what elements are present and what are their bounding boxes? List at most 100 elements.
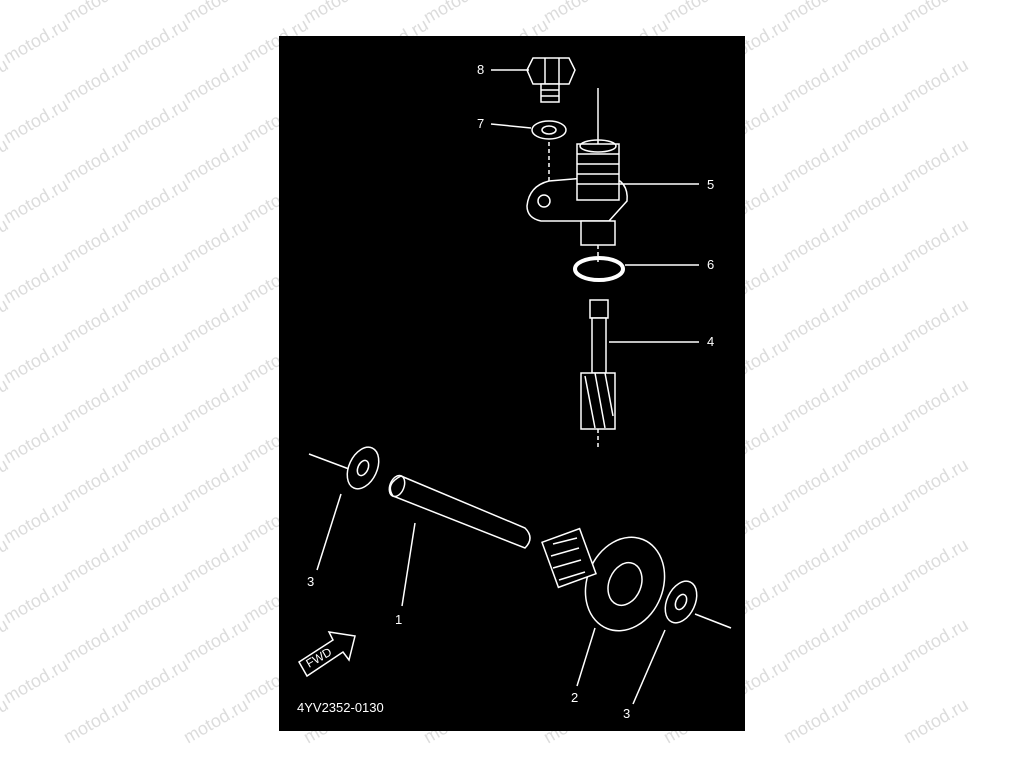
watermark-text: motod.ru (0, 14, 72, 68)
watermark-text: motod.ru (180, 454, 252, 508)
watermark-text: motod.ru (60, 134, 132, 188)
watermark-text: motod.ru (120, 494, 192, 548)
part-1-shaft (388, 474, 531, 607)
watermark-text: motod.ru (900, 214, 972, 268)
watermark-text: motod.ru (60, 374, 132, 428)
watermark-text: motod.ru (0, 334, 72, 388)
watermark-text: motod.ru (60, 614, 132, 668)
watermark-text: motod.ru (0, 294, 12, 348)
watermark-text: motod.ru (120, 254, 192, 308)
part-8-bolt (526, 57, 576, 103)
watermark-text: motod.ru (840, 654, 912, 708)
watermark-text: motod.ru (0, 414, 72, 468)
watermark-text: motod.ru (0, 0, 12, 28)
callout-7: 7 (477, 116, 484, 131)
watermark-text: motod.ru (780, 134, 852, 188)
watermark-text: motod.ru (0, 214, 12, 268)
watermark-text: motod.ru (120, 14, 192, 68)
watermark-text: motod.ru (780, 374, 852, 428)
watermark-text: motod.ru (780, 214, 852, 268)
watermark-text: motod.ru (120, 414, 192, 468)
watermark-text: motod.ru (180, 134, 252, 188)
watermark-text: motod.ru (0, 694, 12, 748)
watermark-text: motod.ru (780, 0, 852, 28)
watermark-text: motod.ru (0, 654, 72, 708)
watermark-text: motod.ru (780, 454, 852, 508)
watermark-text: motod.ru (900, 534, 972, 588)
watermark-text: motod.ru (900, 134, 972, 188)
watermark-text: motod.ru (180, 54, 252, 108)
watermark-text: motod.ru (60, 294, 132, 348)
watermark-text: motod.ru (300, 0, 372, 28)
watermark-text: motod.ru (120, 574, 192, 628)
watermark-text: motod.ru (840, 14, 912, 68)
watermark-text: motod.ru (60, 534, 132, 588)
watermark-text: motod.ru (900, 0, 972, 28)
watermark-text: motod.ru (0, 494, 72, 548)
watermark-text: motod.ru (0, 574, 72, 628)
part-6-o-ring (573, 256, 699, 282)
watermark-text: motod.ru (0, 134, 12, 188)
watermark-text: motod.ru (180, 534, 252, 588)
watermark-text: motod.ru (0, 374, 12, 428)
watermark-text: motod.ru (180, 294, 252, 348)
watermark-text: motod.ru (840, 174, 912, 228)
callout-3-right: 3 (623, 706, 630, 721)
watermark-text: motod.ru (0, 614, 12, 668)
part-3-washer-right (632, 580, 732, 705)
watermark-text: motod.ru (0, 94, 72, 148)
callout-5: 5 (707, 177, 714, 192)
watermark-text: motod.ru (0, 174, 72, 228)
watermark-text: motod.ru (180, 374, 252, 428)
watermark-text: motod.ru (840, 254, 912, 308)
watermark-text: motod.ru (900, 694, 972, 748)
watermark-text: motod.ru (120, 334, 192, 388)
watermark-text: motod.ru (900, 294, 972, 348)
parts-diagram-panel: FWD 8 7 5 6 4 3 1 2 3 4YV2352-0130 (279, 36, 745, 731)
watermark-text: motod.ru (540, 0, 612, 28)
watermark-text: motod.ru (840, 414, 912, 468)
watermark-text: motod.ru (900, 374, 972, 428)
watermark-text: motod.ru (0, 454, 12, 508)
part-4-gear-shaft (580, 299, 699, 450)
watermark-text: motod.ru (0, 534, 12, 588)
watermark-text: motod.ru (60, 0, 132, 28)
watermark-text: motod.ru (180, 694, 252, 748)
watermark-text: motod.ru (840, 574, 912, 628)
watermark-text: motod.ru (60, 454, 132, 508)
watermark-text: motod.ru (120, 94, 192, 148)
watermark-text: motod.ru (660, 0, 732, 28)
watermark-text: motod.ru (180, 214, 252, 268)
callout-4: 4 (707, 334, 714, 349)
part-3-washer-left (308, 446, 380, 571)
watermark-text: motod.ru (840, 94, 912, 148)
watermark-text: motod.ru (780, 534, 852, 588)
fwd-arrow-icon (297, 631, 356, 678)
watermark-text: motod.ru (120, 174, 192, 228)
watermark-text: motod.ru (60, 54, 132, 108)
watermark-text: motod.ru (780, 614, 852, 668)
watermark-text: motod.ru (840, 334, 912, 388)
watermark-text: motod.ru (900, 614, 972, 668)
callout-6: 6 (707, 257, 714, 272)
watermark-text: motod.ru (780, 294, 852, 348)
watermark-text: motod.ru (840, 494, 912, 548)
watermark-text: motod.ru (120, 654, 192, 708)
watermark-text: motod.ru (180, 614, 252, 668)
callout-3-left: 3 (307, 574, 314, 589)
watermark-text: motod.ru (0, 254, 72, 308)
part-2-gear (541, 527, 666, 687)
watermark-text: motod.ru (780, 54, 852, 108)
watermark-text: motod.ru (780, 694, 852, 748)
watermark-text: motod.ru (180, 0, 252, 28)
diagram-code: 4YV2352-0130 (297, 700, 384, 715)
part-7-washer (531, 120, 567, 190)
part-5-housing (526, 88, 699, 262)
watermark-text: motod.ru (420, 0, 492, 28)
callout-2: 2 (571, 690, 578, 705)
watermark-text: motod.ru (900, 54, 972, 108)
callout-8: 8 (477, 62, 484, 77)
parts-diagram: FWD 8 7 5 6 4 3 1 2 3 (297, 57, 732, 721)
watermark-text: motod.ru (60, 214, 132, 268)
watermark-text: motod.ru (60, 694, 132, 748)
